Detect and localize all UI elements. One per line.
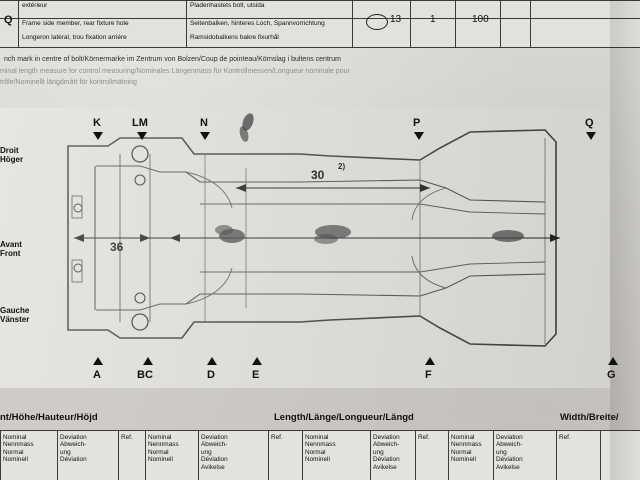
top-table-value-2: 1 [430,14,436,25]
dimension-label-36: 36 [110,240,124,254]
bt-g2-deviation: Deviation Abweich- ung Déviation Avikels… [373,434,400,471]
top-table-desc-fr-2: Longeron latéral, trou fixation arriére [22,34,127,41]
marker-arrow-p [414,132,424,140]
top-table-partial-de: Pladenhastets bolt, utsida [190,2,265,9]
side-label-right-fr: Droit [0,146,19,155]
section-heading-height: nt/Höhe/Hauteur/Höjd [0,412,98,423]
side-label-left-sv: Vänster [0,315,30,324]
marker-arrow-lm [137,132,147,140]
side-label-right-sv: Höger [0,155,24,164]
marker-label-f: F [425,369,432,381]
marker-label-lm: LM [132,117,148,129]
chassis-drawing-panel: 30 2) 36 [0,108,610,388]
top-specification-table: extérieur Pladenhastets bolt, utsida Q F… [0,0,640,48]
oval-symbol-icon [366,14,388,30]
bt-g4-ref: Ref. [559,434,571,441]
bt-g3-nominal: Nominal Nennmass Normal Nominell [451,434,482,464]
bt-g3-ref: Ref. [418,434,430,441]
marker-arrow-bc [143,357,153,365]
top-table-value-3: 100 [472,14,489,25]
marker-arrow-f [425,357,435,365]
note-line-3: trôle/Nominellt längdmått för kontrollmä… [0,79,137,86]
top-table-desc-sv-2: Ramsidobalkens bakre fixurhål [190,34,279,41]
side-label-front: Avant Front [0,240,22,258]
marker-arrow-k [93,132,103,140]
marker-arrow-e [252,357,262,365]
marker-label-e: E [252,369,260,381]
top-table-desc-en-1: Frame side member, rear fixture hole [22,20,129,27]
bt-g1-deviation: Deviation Abweich- ung Déviation Avikels… [201,434,228,471]
note-line-2: minal length measure for control measuri… [0,68,350,75]
marker-label-a: A [93,369,101,381]
note-line-1: nch mark in centre of bolt/Körnermarke i… [4,56,341,63]
section-heading-length: Length/Länge/Longueur/Längd [274,412,414,423]
marker-arrow-a [93,357,103,365]
side-label-front-fr: Avant [0,240,22,249]
marker-label-d: D [207,369,215,381]
side-label-front-en: Front [0,249,21,258]
section-heading-width: Width/Breite/ [560,412,619,423]
bt-g0-deviation: Deviation Abweich- ung Déviation [60,434,87,464]
bt-g0-nominal: Nominal Nennmass Normal Nominell [3,434,34,464]
marker-label-p: P [413,117,421,129]
marker-label-n: N [200,117,208,129]
marker-arrow-g [608,357,618,365]
marker-label-g: G [607,369,616,381]
side-label-left: Gauche Vänster [0,306,29,324]
side-label-right: Droit Höger [0,146,23,164]
marker-label-k: K [93,117,101,129]
dimension-label-30-sup: 2) [338,162,346,171]
top-table-value-1: 13 [390,14,402,25]
bt-g2-ref: Ref. [271,434,283,441]
chassis-underbody-outline [67,113,560,347]
bt-g1-ref: Ref. [121,434,133,441]
top-table-row-ref-q: Q [4,14,13,26]
side-label-left-fr: Gauche [0,306,30,315]
top-table-partial-en: extérieur [22,2,48,9]
bt-g1-nominal: Nominal Nennmass Normal Nominell [148,434,179,464]
top-table-desc-de-1: Seitenbalken, hinteres Loch, Spannvorric… [190,20,325,27]
dimension-label-30: 30 [311,168,325,182]
marker-label-q: Q [585,117,594,129]
marker-arrow-q [586,132,596,140]
bt-g2-nominal: Nominal Nennmass Normal Nominell [305,434,336,464]
page-edge-shadow [610,0,640,480]
marker-arrow-n [200,132,210,140]
marker-arrow-d [207,357,217,365]
bt-g3-deviation: Deviation Abweich- ung Déviation Avikels… [496,434,523,471]
marker-label-bc: BC [137,369,153,381]
bottom-measurement-table: Nominal Nennmass Normal Nominell Deviati… [0,430,640,480]
